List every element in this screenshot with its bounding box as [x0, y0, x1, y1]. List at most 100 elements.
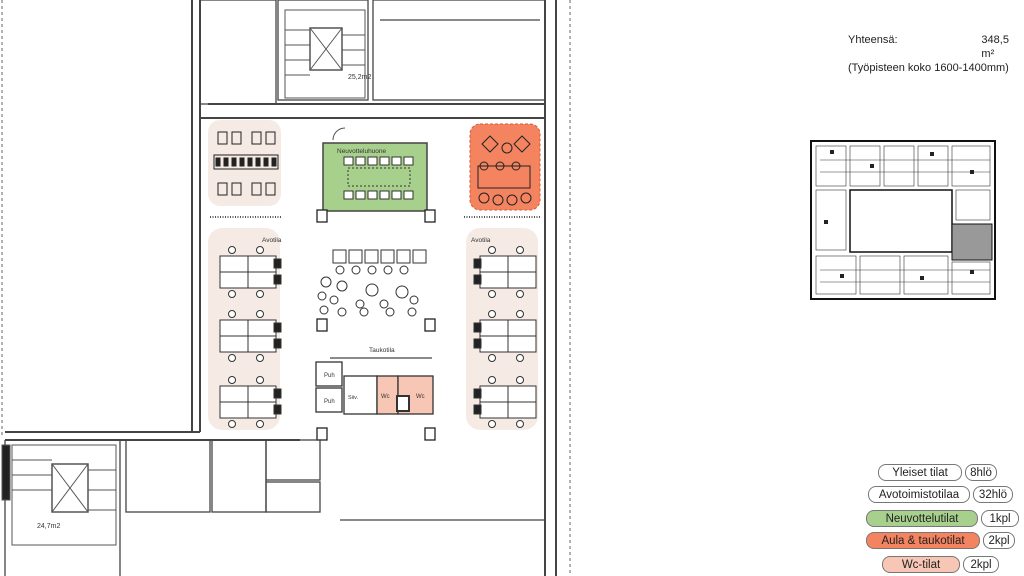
- desk-chair: [473, 388, 482, 399]
- desk-chair: [488, 420, 496, 428]
- service-block: [315, 361, 434, 415]
- desk: [479, 385, 509, 403]
- open-zone-left-label: Avotila: [262, 237, 282, 244]
- legend-item-lounge: Aula & taukotilat 2kpl: [866, 532, 1015, 549]
- desk-chair: [256, 420, 264, 428]
- desk: [507, 271, 537, 289]
- lounge-furniture: [477, 135, 532, 206]
- desk: [507, 401, 537, 419]
- legend-swatch-wc: Wc-tilat: [882, 556, 960, 573]
- desk-chair: [273, 322, 282, 333]
- legend-swatch-meeting: Neuvottelutilat: [866, 510, 978, 527]
- desk: [247, 335, 277, 353]
- desk: [507, 335, 537, 353]
- desk-chair: [488, 354, 496, 362]
- desk: [219, 271, 249, 289]
- meeting-door: [332, 127, 346, 141]
- legend-item-meeting: Neuvottelutilat 1kpl: [866, 510, 1019, 527]
- stair-top-area: 25,2m2: [348, 74, 371, 81]
- meeting-table: [343, 156, 414, 200]
- desk-chair: [516, 290, 524, 298]
- desk-chair: [473, 274, 482, 285]
- desk: [219, 319, 249, 337]
- legend-swatch-open-office: Avotoimistotilaa: [868, 486, 970, 503]
- desk: [507, 255, 537, 273]
- desk-chair: [516, 376, 524, 384]
- desk-chair: [488, 246, 496, 254]
- desk-chair: [256, 246, 264, 254]
- meeting-room-label: Neuvotteluhuone: [337, 148, 387, 155]
- total-value: 348,5 m²: [981, 34, 1009, 60]
- legend-count-wc: 2kpl: [963, 556, 999, 573]
- stair-bottom: [1, 444, 117, 546]
- desk: [219, 255, 249, 273]
- desk: [479, 271, 509, 289]
- desk: [507, 385, 537, 403]
- legend-count-meeting: 1kpl: [981, 510, 1019, 527]
- desk: [507, 319, 537, 337]
- desk-chair: [228, 354, 236, 362]
- desk-chair: [488, 310, 496, 318]
- desk: [479, 319, 509, 337]
- desk-chair: [473, 404, 482, 415]
- desk: [247, 255, 277, 273]
- dashed-boundary: [1, 0, 571, 576]
- phone-room-2-label: Puh: [324, 399, 335, 405]
- wc-1-label: Wc: [381, 394, 390, 400]
- desk-chair: [228, 420, 236, 428]
- desk-chair: [228, 246, 236, 254]
- total-label: Yhteensä:: [848, 34, 898, 46]
- desk-chair: [273, 338, 282, 349]
- open-zone-right-label: Avotila: [471, 237, 491, 244]
- stair-top: [284, 9, 366, 99]
- desk-chair: [273, 388, 282, 399]
- desk-chair: [473, 322, 482, 333]
- legend-swatch-common: Yleiset tilat: [878, 464, 962, 481]
- legend-swatch-lounge: Aula & taukotilat: [866, 532, 980, 549]
- workstation-note: (Työpisteen koko 1600-1400mm): [848, 62, 1009, 74]
- key-plan-thumbnail: [810, 140, 996, 300]
- desk-chair: [256, 376, 264, 384]
- desk-chair: [488, 376, 496, 384]
- bottom-rooms: [4, 439, 545, 576]
- desk: [247, 401, 277, 419]
- phone-room-1-label: Puh: [324, 373, 335, 379]
- meeting-room: [322, 142, 428, 212]
- desk-chair: [228, 376, 236, 384]
- desk: [247, 271, 277, 289]
- desk: [219, 401, 249, 419]
- legend-item-common: Yleiset tilat 8hlö: [878, 464, 997, 481]
- stair-bottom-area: 24,7m2: [37, 523, 60, 530]
- desk-chair: [228, 290, 236, 298]
- desk-chair: [273, 404, 282, 415]
- desk: [219, 335, 249, 353]
- desk-chair: [488, 290, 496, 298]
- desk-chair: [256, 310, 264, 318]
- long-table: [213, 131, 279, 196]
- legend-count-common: 8hlö: [965, 464, 997, 481]
- desk-chair: [516, 310, 524, 318]
- desk-chair: [516, 354, 524, 362]
- desk-chair: [228, 310, 236, 318]
- columns: [316, 209, 436, 441]
- center-seating: [317, 249, 427, 317]
- desk: [479, 335, 509, 353]
- desk-chair: [273, 258, 282, 269]
- legend-item-wc: Wc-tilat 2kpl: [882, 556, 999, 573]
- legend-item-open-office: Avotoimistotilaa 32hlö: [868, 486, 1013, 503]
- legend-count-lounge: 2kpl: [983, 532, 1015, 549]
- wc-2-label: Wc: [416, 394, 425, 400]
- workstations: [219, 246, 537, 428]
- desk-chair: [256, 354, 264, 362]
- desk-chair: [473, 338, 482, 349]
- cleaning-room-label: Siiv.: [348, 395, 358, 401]
- desk-chair: [516, 420, 524, 428]
- area-summary: Yhteensä: 348,5 m² (Työpisteen koko 1600…: [848, 33, 1024, 75]
- desk-chair: [256, 290, 264, 298]
- desk: [247, 319, 277, 337]
- desk-chair: [516, 246, 524, 254]
- desk-chair: [473, 258, 482, 269]
- legend-count-open-office: 32hlö: [973, 486, 1013, 503]
- desk: [247, 385, 277, 403]
